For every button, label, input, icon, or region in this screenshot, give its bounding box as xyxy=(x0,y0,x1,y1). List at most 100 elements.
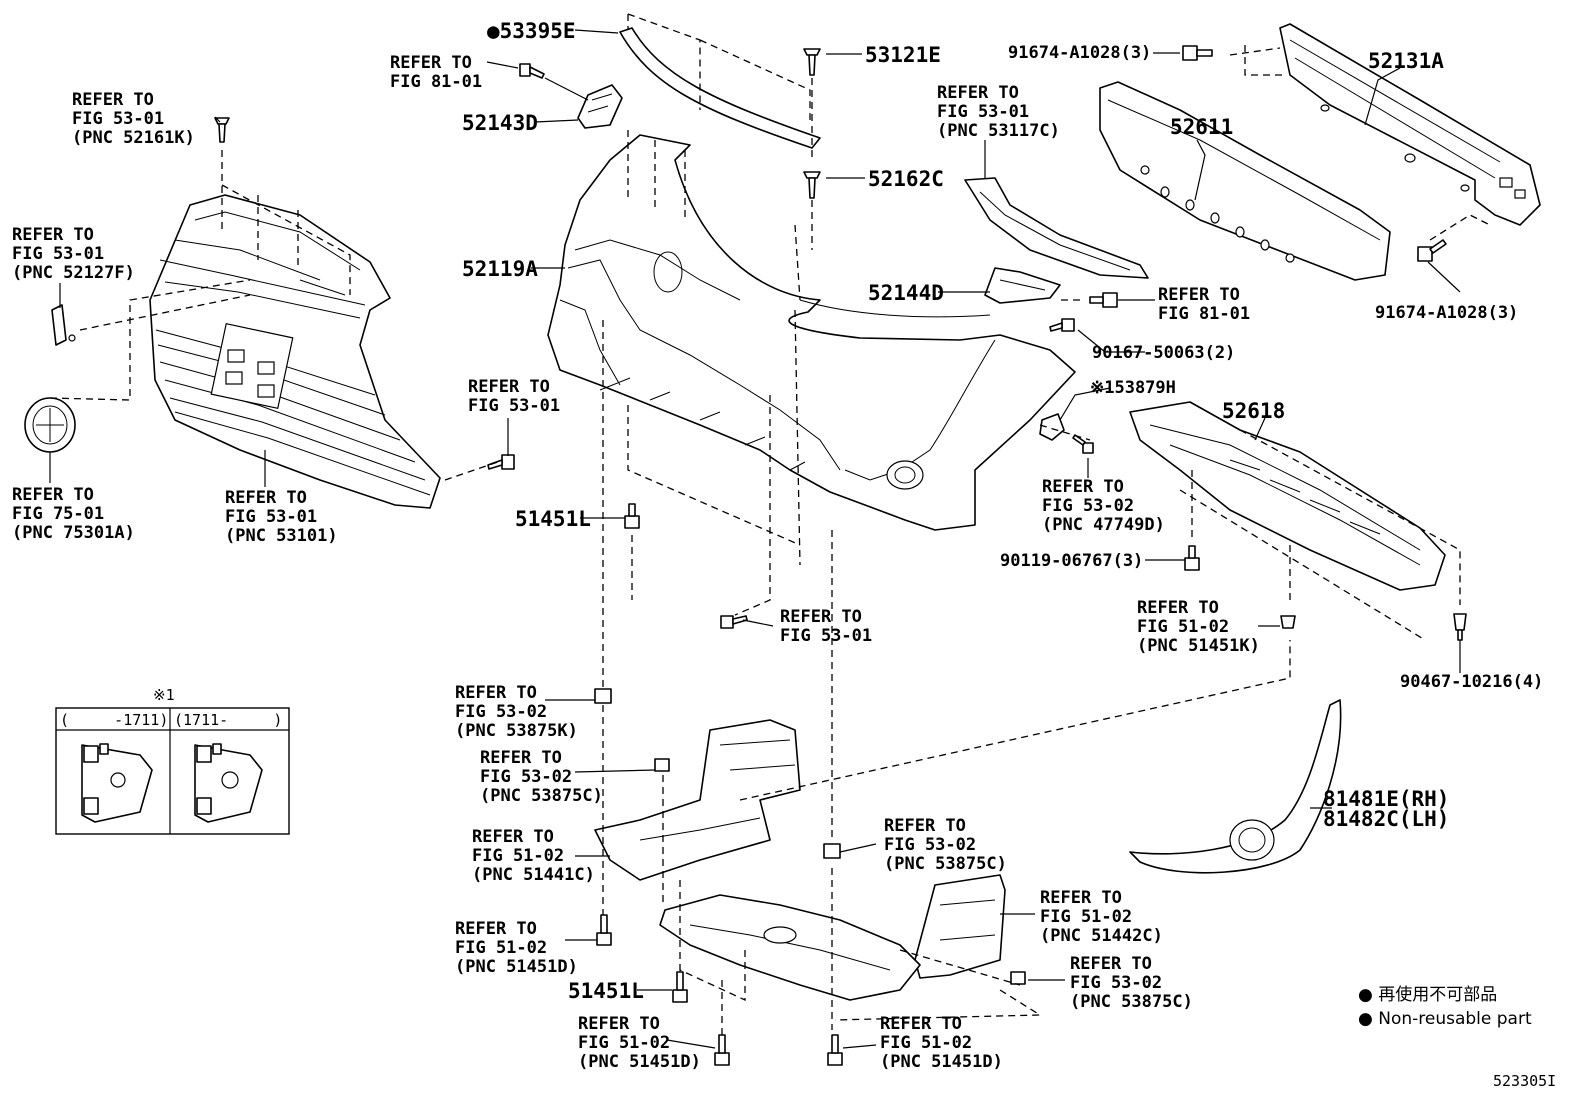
label-line: REFER TO xyxy=(578,1014,660,1034)
assembly-lines xyxy=(49,13,1491,1035)
part-label-90467-10216: 90467-10216(4) xyxy=(1400,672,1543,692)
clip-53879h-drawing xyxy=(1039,413,1065,441)
label-line: FIG 81-01 xyxy=(390,72,482,92)
label-line: FIG 51-02 xyxy=(1137,617,1229,637)
label-line: (PNC 53101) xyxy=(225,526,338,546)
bumper-cover-drawing xyxy=(547,134,1076,531)
part-label-90119-06767: 90119-06767(3) xyxy=(1000,551,1143,571)
label-line: FIG 53-01 xyxy=(468,396,560,416)
emblem-drawing xyxy=(24,397,76,453)
engine-under-cover-lh-drawing xyxy=(594,719,801,881)
label-line: REFER TO xyxy=(225,488,307,508)
clip-icon xyxy=(654,758,670,772)
label-line: REFER TO xyxy=(1158,285,1240,305)
label-line: FIG 75-01 xyxy=(12,504,104,524)
label-line: FIG 53-02 xyxy=(884,835,976,855)
part-label-52119a: 52119A xyxy=(462,257,538,281)
clip-icon xyxy=(1453,613,1467,641)
label-line: 51451L xyxy=(515,507,591,531)
label-line: FIG 53-01 xyxy=(780,626,872,646)
label-line: 52143D xyxy=(462,111,538,135)
label-line: REFER TO xyxy=(455,919,537,939)
label-line: FIG 53-01 xyxy=(225,507,317,527)
screw-icon xyxy=(519,63,545,79)
label-line: 81482C(LH) xyxy=(1323,807,1449,831)
fog-lamp-cover-drawing xyxy=(1129,699,1342,874)
label-line: FIG 53-01 xyxy=(72,109,164,129)
label-line: 90167-50063(2) xyxy=(1092,343,1235,363)
bracket-52143d-drawing xyxy=(577,84,623,129)
label-line: 52618 xyxy=(1222,399,1285,423)
part-label-53121e: 53121E xyxy=(865,43,941,67)
label-line: (PNC 53875C) xyxy=(1070,992,1193,1012)
label-line: 51451L xyxy=(568,979,644,1003)
part-label-51451l-lower: 51451L xyxy=(568,979,644,1003)
clip-icon xyxy=(803,48,821,76)
figure-code: 523305I xyxy=(1493,1072,1556,1090)
part-label-53395e: ●53395E xyxy=(487,19,576,43)
label-line: FIG 53-02 xyxy=(1042,496,1134,516)
bolt-icon xyxy=(596,914,612,946)
label-line: REFER TO xyxy=(12,485,94,505)
label-line: REFER TO xyxy=(880,1014,962,1034)
inset-left-header: ( -1711) xyxy=(60,711,168,729)
label-line: REFER TO xyxy=(1040,888,1122,908)
bolt-icon xyxy=(1089,292,1118,308)
clip-icon xyxy=(214,117,230,143)
engine-under-cover-rh-drawing xyxy=(914,874,1006,979)
label-line: FIG 53-02 xyxy=(480,767,572,787)
part-label-81481e-81482c: 81481E(RH)81482C(LH) xyxy=(1323,787,1449,831)
label-line: REFER TO xyxy=(455,683,537,703)
part-drawings xyxy=(24,23,1541,1001)
clip-variant-late-drawing xyxy=(194,743,263,823)
label-line: 53121E xyxy=(865,43,941,67)
label-line: REFER TO xyxy=(390,53,472,73)
legend: ● 再使用不可部品 ● Non-reusable part xyxy=(1358,984,1532,1029)
label-line: ●53395E xyxy=(487,19,576,43)
side-retainer-drawing xyxy=(964,177,1149,279)
part-label-91674-a1028-right: 91674-A1028(3) xyxy=(1375,303,1518,323)
screw-icon xyxy=(1049,318,1075,332)
part-label-53879h: ※153879H xyxy=(1090,378,1176,398)
label-line: (PNC 53875K) xyxy=(455,721,578,741)
bolt-icon xyxy=(1184,545,1200,571)
screw-icon xyxy=(1072,434,1094,454)
label-line: (PNC 51451D) xyxy=(578,1052,701,1072)
label-line: (PNC 53117C) xyxy=(937,121,1060,141)
label-line: FIG 81-01 xyxy=(1158,304,1250,324)
label-line: 81481E(RH) xyxy=(1323,787,1449,811)
clip-icon xyxy=(823,843,841,859)
part-label-52131a: 52131A xyxy=(1368,49,1444,73)
label-line: (PNC 52127F) xyxy=(12,263,135,283)
label-line: REFER TO xyxy=(1042,477,1124,497)
upper-moulding-drawing xyxy=(619,27,821,149)
label-line: REFER TO xyxy=(884,816,966,836)
grille-bracket-drawing xyxy=(51,304,76,346)
label-line: REFER TO xyxy=(72,90,154,110)
label-line: REFER TO xyxy=(480,748,562,768)
bolt-icon xyxy=(1417,239,1447,262)
clip-icon xyxy=(1280,615,1296,629)
label-line: 90467-10216(4) xyxy=(1400,672,1543,692)
part-label-52143d: 52143D xyxy=(462,111,538,135)
reinforcement-drawing xyxy=(1279,23,1541,226)
inset-frame xyxy=(55,707,290,835)
label-line: (PNC 51441C) xyxy=(472,865,595,885)
label-line: (PNC 51442C) xyxy=(1040,926,1163,946)
fasteners xyxy=(214,45,1467,1066)
screw-icon xyxy=(487,454,515,470)
energy-absorber-drawing xyxy=(1099,81,1391,281)
